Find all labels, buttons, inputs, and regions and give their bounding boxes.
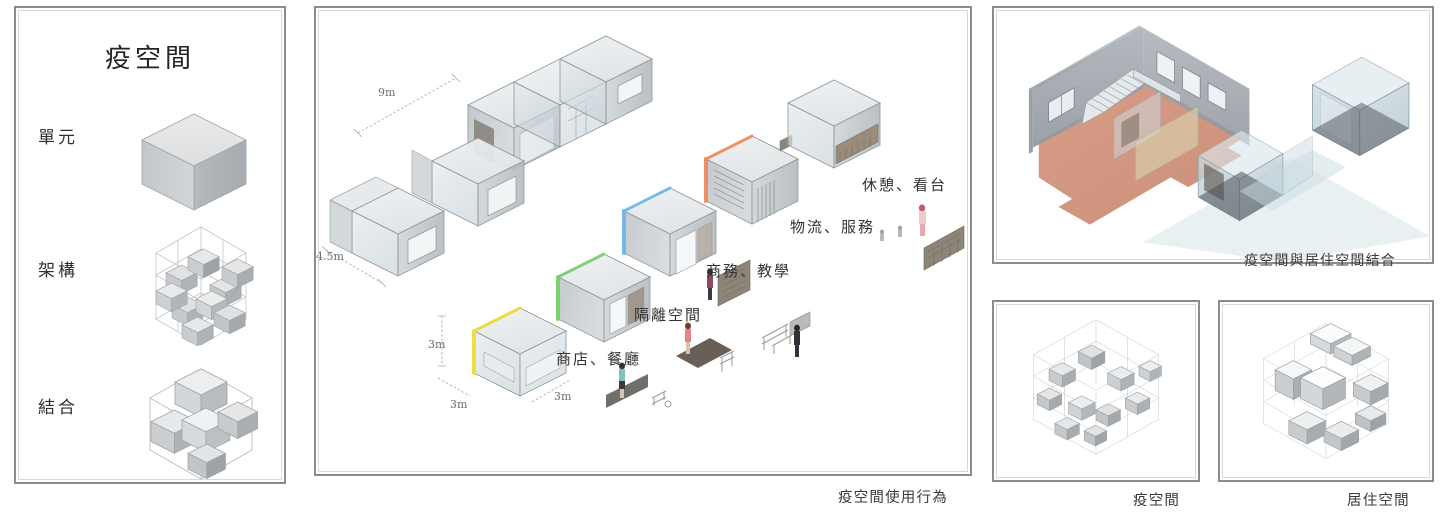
pod-module-detached: [1311, 56, 1410, 157]
residence-pod-integration-scene: [1028, 25, 1431, 262]
dense-cube-aggregate-diagram: [1262, 323, 1390, 459]
module-exploded-diagram: 9m 4.5m 3m 3m 3m: [316, 35, 965, 411]
stage-label-unit: 單元: [38, 128, 78, 148]
program-panel: 9m 4.5m 3m 3m 3m: [314, 6, 972, 476]
dimension-3m-width: 3m: [450, 398, 468, 411]
single-cube-icon: [141, 113, 247, 211]
stage-label-framework: 架構: [38, 261, 78, 281]
module-shop-restaurant: [437, 306, 571, 403]
module-long-9m: [353, 35, 654, 171]
module-rest-grandstand: [786, 79, 882, 169]
stage-label-combination: 結合: [38, 398, 78, 418]
module-business-teaching: [622, 186, 718, 277]
dimension-3m-height: 3m: [428, 338, 446, 351]
caption-epidemic-panel: 疫空間: [1133, 493, 1181, 509]
concept-panel: 疫空間 單元 架構 結合: [14, 6, 286, 484]
cube-lattice-framework-icon: [155, 226, 254, 347]
module-label-business-teaching: 商務、教學: [706, 262, 792, 280]
integration-panel: [992, 6, 1434, 264]
module-label-isolation: 隔離空間: [634, 306, 703, 324]
epidemic-space-panel: [992, 300, 1200, 482]
module-logistics-service: [704, 134, 800, 225]
dimension-9m: 9m: [378, 86, 396, 99]
dimension-4p5m: 4.5m: [316, 250, 344, 263]
living-space-panel: [1218, 300, 1434, 482]
module-isolation: [556, 252, 652, 343]
caption-program-panel: 疫空間使用行為: [838, 490, 948, 506]
module-mid-left: [411, 137, 526, 227]
caption-living-panel: 居住空間: [1347, 493, 1410, 509]
module-left-4p5m: [321, 176, 446, 288]
cube-aggregate-icon: [149, 368, 259, 480]
dimension-3m-depth: 3m: [554, 390, 572, 403]
scale-figures: [606, 204, 965, 409]
page-title: 疫空間: [104, 44, 195, 74]
scattered-cube-lattice-diagram: [1032, 319, 1163, 455]
module-label-rest-grandstand: 休憩、看台: [862, 176, 948, 194]
module-label-shop-restaurant: 商店、餐廳: [556, 350, 642, 368]
module-label-logistics-service: 物流、服務: [790, 218, 876, 236]
caption-integration-panel: 疫空間與居住空間結合: [1244, 253, 1396, 269]
